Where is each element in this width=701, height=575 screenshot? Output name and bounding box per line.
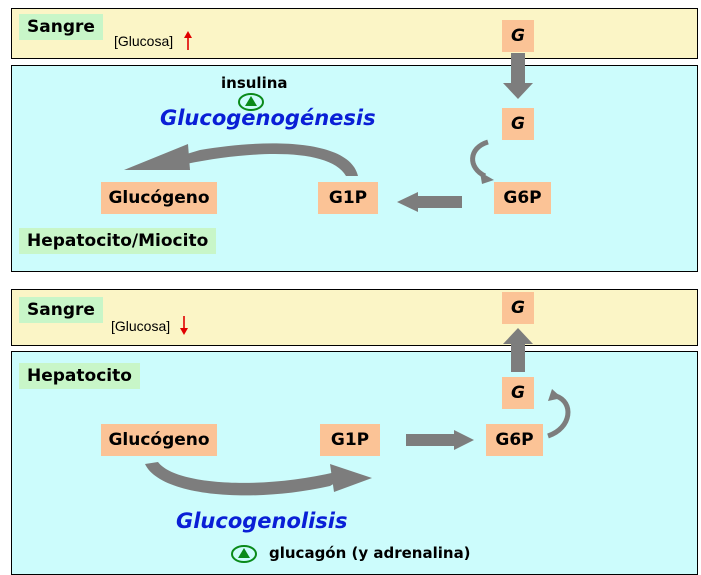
- bottom-blood-panel: [11, 289, 698, 346]
- bottom-hormone-icon: [231, 545, 257, 563]
- bottom-glucose-label: [Glucosa]: [111, 318, 171, 334]
- top-node-g6p: G6P: [494, 182, 551, 214]
- bottom-blood-label: Sangre: [19, 297, 103, 323]
- bottom-node-g1p: G1P: [320, 424, 380, 456]
- top-node-g-blood: G: [502, 20, 534, 52]
- top-arrow-curl: [470, 139, 494, 184]
- bottom-cell-label: Hepatocito: [19, 363, 140, 389]
- top-blood-label: Sangre: [19, 14, 103, 40]
- bottom-arrow-right: [406, 430, 474, 450]
- bottom-node-glycogen: Glucógeno: [101, 424, 217, 456]
- glucose-up-icon: [182, 31, 194, 51]
- bottom-node-g6p: G6P: [486, 424, 543, 456]
- top-node-g1p: G1P: [318, 182, 378, 214]
- top-blood-panel: [11, 8, 698, 59]
- top-node-glycogen: Glucógeno: [101, 182, 217, 214]
- top-cell-label: Hepatocito/Miocito: [19, 228, 217, 254]
- top-glucose-label: [Glucosa]: [114, 33, 174, 49]
- bottom-node-g-blood: G: [502, 292, 534, 324]
- bottom-hormone-label: glucagón (y adrenalina): [269, 544, 471, 562]
- glucose-down-icon: [178, 315, 190, 335]
- top-arrow-down: [503, 53, 533, 99]
- top-arrow-left: [397, 192, 462, 212]
- top-arrow-curve: [124, 143, 358, 176]
- top-node-g: G: [502, 108, 534, 140]
- bottom-arrow-curl: [547, 389, 571, 439]
- top-hormone-label: insulina: [221, 74, 288, 92]
- bottom-node-g: G: [502, 377, 534, 409]
- bottom-arrow-up: [503, 328, 533, 372]
- top-process-title: Glucogenogénesis: [160, 106, 376, 130]
- bottom-arrow-curve: [145, 462, 372, 496]
- top-hormone-icon: [238, 93, 264, 111]
- bottom-process-title: Glucogenolisis: [176, 509, 348, 533]
